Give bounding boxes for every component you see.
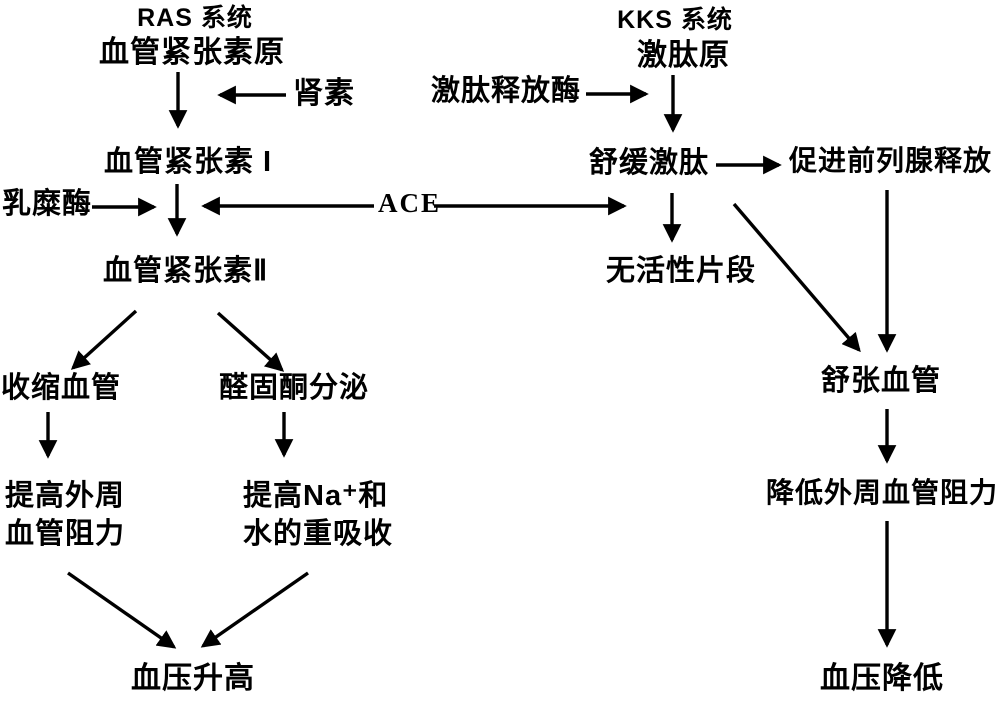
arrow-bradykinin-to-vasodilation <box>732 202 861 353</box>
raise-resistance-line2: 血管阻力 <box>5 518 126 550</box>
raise-na-line1: 提高Na⁺和 <box>243 480 389 512</box>
arrow-ang2-to-vasoconstriction <box>70 309 138 370</box>
kininogen-label: 激肽原 <box>637 39 730 72</box>
ace-label: ACE <box>378 188 442 218</box>
bp-fall-label: 血压降低 <box>820 662 944 695</box>
vasoconstriction-label: 收缩血管 <box>1 372 122 404</box>
inactive-fragment-label: 无活性片段 <box>606 255 757 287</box>
raise-resistance-label: 提高外周 血管阻力 <box>5 477 125 553</box>
chymase-label: 乳糜酶 <box>2 188 93 220</box>
angiotensin2-label: 血管紧张素Ⅱ <box>103 255 269 287</box>
raise-na-line2: 水的重吸收 <box>243 518 394 550</box>
ras-system-title: RAS 系统 <box>137 4 253 32</box>
angiotensinogen-label: 血管紧张素原 <box>99 36 285 69</box>
vasodilation-label: 舒张血管 <box>821 365 942 397</box>
prostaglandin-release-label: 促进前列腺释放 <box>789 145 993 176</box>
kks-system-title: KKS 系统 <box>617 6 733 34</box>
bp-rise-label: 血压升高 <box>131 662 255 695</box>
angiotensin1-label: 血管紧张素 I <box>104 146 273 178</box>
renin-label: 肾素 <box>293 77 355 110</box>
raise-na-reabsorption-label: 提高Na⁺和 水的重吸收 <box>243 477 393 553</box>
raise-resistance-line1: 提高外周 <box>5 480 126 512</box>
aldosterone-label: 醛固酮分泌 <box>219 372 370 404</box>
kallikrein-label: 激肽释放酶 <box>431 75 582 107</box>
lower-resistance-label: 降低外周血管阻力 <box>766 477 999 508</box>
arrow-ang2-to-aldosterone <box>216 311 285 372</box>
arrow-reabsorption-to-bp-rise <box>200 571 309 648</box>
bradykinin-label: 舒缓激肽 <box>589 147 710 179</box>
arrow-resistance-to-bp-rise <box>67 571 177 649</box>
